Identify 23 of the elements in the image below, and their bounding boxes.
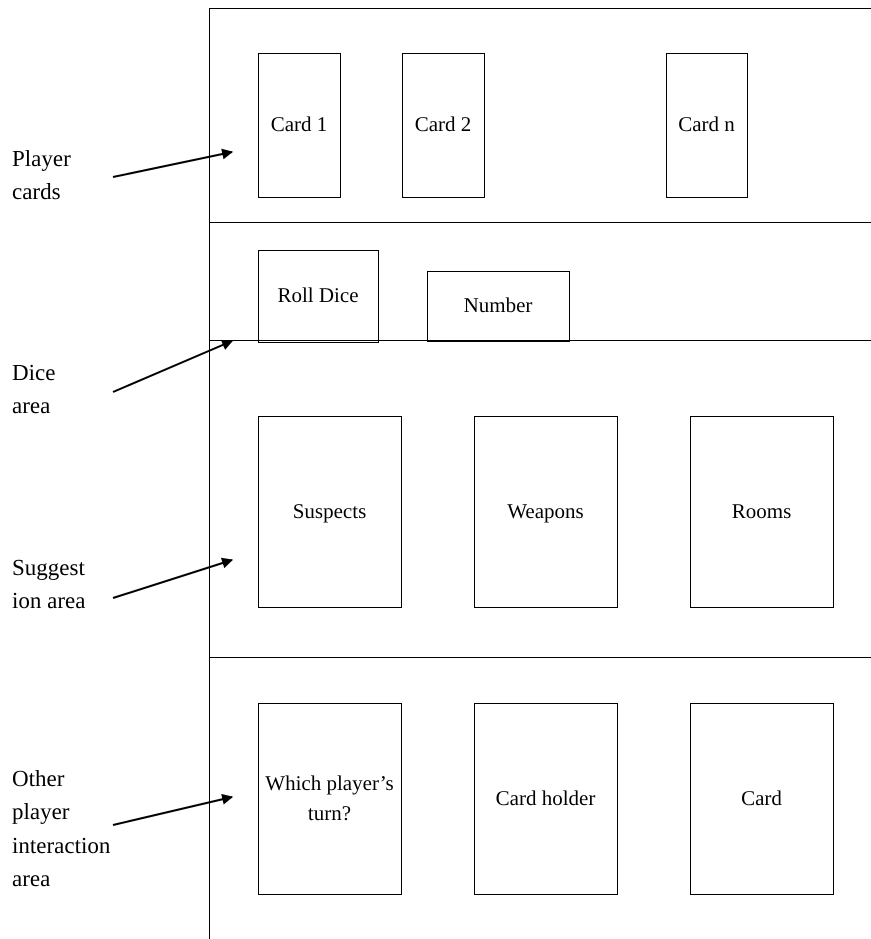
area-label: Dice area [12,356,87,423]
card-box: Suspects [258,416,402,608]
area-label: Other player interaction area [12,762,124,896]
arrow [112,340,233,393]
card-box: Card 1 [258,52,340,198]
area-band [209,8,871,222]
card-box: Rooms [690,416,834,608]
card-box: Weapons [474,416,618,608]
card-box: Number [426,270,570,342]
area-label: Player cards [12,142,102,209]
area-band [209,657,871,939]
card-box: Card holder [474,702,618,894]
card-box: Which player’s turn? [258,702,402,894]
area-band [209,222,871,340]
area-label: Suggest ion area [12,551,104,618]
card-box: Roll Dice [258,250,378,342]
card-box: Card 2 [402,52,484,198]
card-box: Card n [666,52,748,198]
arrow [112,794,234,826]
card-box: Card [690,702,834,894]
arrow [112,148,234,178]
arrow [112,558,234,599]
area-band [209,340,871,657]
